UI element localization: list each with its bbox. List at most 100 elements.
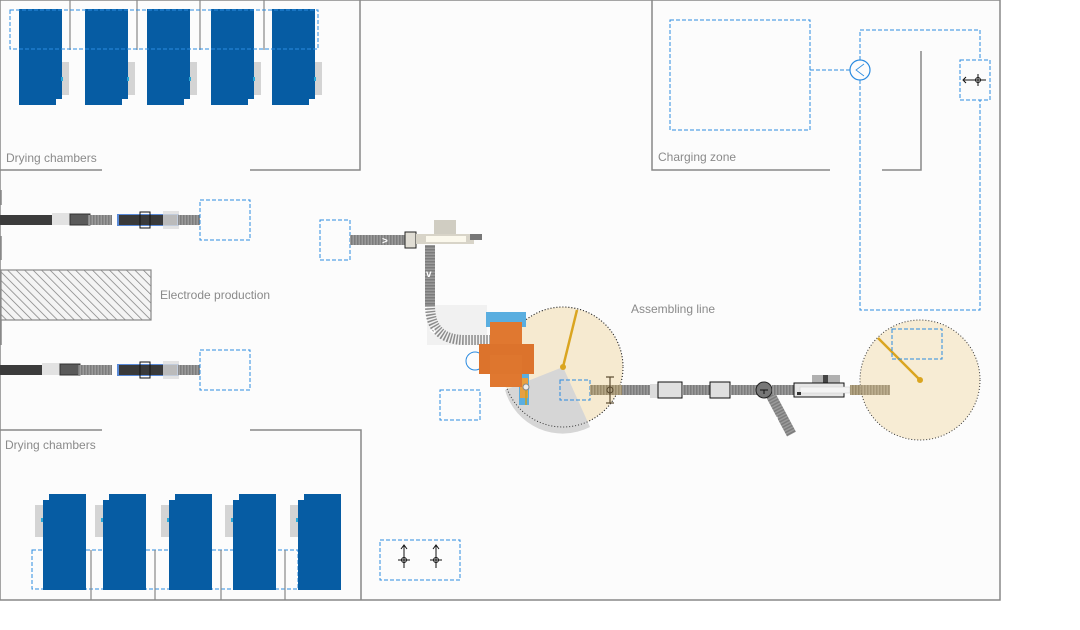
calender-clamp <box>139 361 151 379</box>
station-clamp <box>650 384 658 398</box>
conveyor-segment <box>622 385 652 395</box>
electrode-production-block[interactable] <box>0 269 152 321</box>
calender-guard <box>163 361 179 379</box>
drying-chamber[interactable] <box>290 494 341 590</box>
calender-roll <box>119 365 177 375</box>
coating-roll <box>0 215 52 225</box>
conveyor-segment <box>730 385 760 395</box>
drying-chambers-top-room[interactable]: Drying chambers <box>0 0 361 171</box>
conveyor-direction-icon: v <box>428 325 440 337</box>
wall <box>250 0 361 171</box>
conveyor-segment <box>350 235 406 245</box>
loader-station-arm <box>470 234 482 240</box>
assembly-station-1[interactable] <box>657 381 683 399</box>
electrode-line[interactable] <box>0 211 200 229</box>
chamber-body <box>298 494 341 590</box>
chamber-door <box>187 62 197 95</box>
chamber-door <box>225 505 235 537</box>
conveyor-segment <box>78 365 112 375</box>
chamber-door <box>251 62 261 95</box>
drying-chamber-group-top <box>19 0 322 105</box>
chamber-indicator <box>253 77 255 81</box>
drying-chamber-group-bottom <box>35 494 341 600</box>
conveyor-direction-icon: v <box>771 414 780 425</box>
turntable-2-pickup-zone[interactable] <box>891 328 943 360</box>
assembling-line-label: Assembling line <box>631 302 715 316</box>
wall <box>651 0 830 171</box>
chamber-indicator <box>296 518 298 522</box>
conveyor-curve <box>425 304 490 345</box>
chamber-body <box>233 494 276 590</box>
conveyor-direction-icon: > <box>382 236 388 247</box>
electrode-line[interactable] <box>0 361 200 379</box>
electrode-output-zone-top[interactable] <box>199 199 251 241</box>
diverter-branch: v <box>763 387 796 437</box>
chamber-indicator <box>189 77 191 81</box>
chamber-indicator <box>61 77 63 81</box>
chamber-indicator <box>231 518 233 522</box>
conveyor-stop <box>404 231 417 249</box>
drying-chambers-bottom-room[interactable]: Drying chambers <box>0 429 362 600</box>
chamber-indicator <box>167 518 169 522</box>
electrode-output-zone-bottom[interactable] <box>199 349 251 391</box>
chamber-door <box>312 62 322 95</box>
drying-chamber[interactable] <box>211 9 261 105</box>
drying-chamber[interactable] <box>85 9 135 105</box>
turntable-2[interactable] <box>850 319 981 441</box>
wall <box>882 51 922 171</box>
chamber-body <box>147 9 190 105</box>
chamber-indicator <box>127 77 129 81</box>
chamber-body <box>103 494 146 590</box>
chamber-body <box>19 9 62 105</box>
drying-chambers-bottom-label: Drying chambers <box>5 438 96 452</box>
charging-zone[interactable]: Charging zone <box>651 0 991 311</box>
feed-conveyor[interactable]: > v v <box>319 219 490 345</box>
robot-arm[interactable] <box>479 312 534 405</box>
robot-gripper-joint <box>522 383 530 391</box>
feed-unit <box>52 213 70 225</box>
chamber-indicator <box>101 518 103 522</box>
conveyor-segment <box>682 385 710 395</box>
crosshair-arrow-icon[interactable] <box>962 74 986 86</box>
chamber-body <box>85 9 128 105</box>
drying-chamber[interactable] <box>161 494 212 590</box>
drying-chamber[interactable] <box>19 9 69 105</box>
chamber-body <box>43 494 86 590</box>
crosshair-arrow-icon[interactable] <box>398 544 410 568</box>
calender-roll <box>119 215 177 225</box>
conveyor-segment <box>178 215 200 225</box>
turntable-1-arm <box>561 309 579 368</box>
crosshair-arrow-icon[interactable] <box>430 544 442 568</box>
chamber-indicator <box>41 518 43 522</box>
cutter <box>69 213 91 226</box>
coating-roll <box>0 365 42 375</box>
drying-chamber[interactable] <box>35 494 86 590</box>
charging-area-zone[interactable] <box>669 19 811 131</box>
chamber-door <box>161 505 171 537</box>
drying-chambers-top-zone[interactable] <box>9 9 319 50</box>
drying-chamber[interactable] <box>95 494 146 590</box>
agv-waypoint-zone[interactable] <box>959 59 991 101</box>
drying-chambers-top-label: Drying chambers <box>6 151 97 165</box>
robot-buffer-zone[interactable] <box>439 389 481 421</box>
chamber-door <box>95 505 105 537</box>
conveyor-segment <box>88 215 112 225</box>
charging-zone-label: Charging zone <box>658 150 736 164</box>
loader-station-tray <box>426 236 466 242</box>
electrode-production-label: Electrode production <box>160 288 270 302</box>
calender-clamp <box>139 211 151 229</box>
feed-unit <box>42 363 60 375</box>
drying-chamber[interactable] <box>225 494 276 590</box>
electrode-production-area[interactable]: Electrode production <box>0 190 270 391</box>
turntable-1-pivot <box>560 364 566 370</box>
agv-parking[interactable] <box>379 539 461 581</box>
chamber-door <box>290 505 300 537</box>
cutter <box>59 363 81 376</box>
agv-parking-zone[interactable] <box>379 539 461 581</box>
chamber-body <box>211 9 254 105</box>
chamber-door <box>59 62 69 95</box>
assembly-station-2[interactable] <box>709 381 731 399</box>
drying-chamber[interactable] <box>147 9 197 105</box>
drying-chamber[interactable] <box>272 9 322 105</box>
